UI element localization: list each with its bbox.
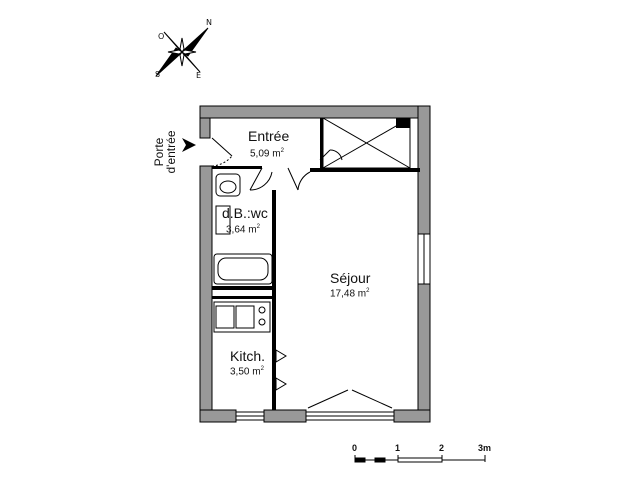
room-area-kitchen: 3,50 m2 [230,366,264,377]
room-area-sejour: 17,48 m2 [330,288,369,299]
room-area-entree: 5,09 m2 [250,148,284,159]
room-name-sejour: Séjour [330,270,371,286]
scale-tick-2: 2 [439,443,445,453]
compass-east-label: E [196,71,202,80]
interior-doors [249,149,343,191]
room-area-kitchen-value: 3,50 m [230,366,261,378]
scale-tick-1: 1 [395,443,401,453]
room-name-bathroom: d.B.:wc [222,205,268,221]
kitchen-fixtures [213,301,287,391]
interior-walls [212,118,420,410]
bathroom-fixtures [213,173,273,285]
room-area-entree-value: 5,09 m [250,148,281,160]
room-name-entree: Entrée [248,128,290,144]
compass-north-label: N [206,18,212,27]
room-area-bathroom-value: 3,64 m [226,224,257,236]
closet [322,117,411,169]
compass-west-label: O [158,32,165,41]
room-area-entree-unit: 2 [280,148,284,154]
compass-rose-icon [155,27,209,77]
room-area-kitchen-unit: 2 [260,366,264,372]
scale-bar [354,455,486,463]
bay-door [307,389,393,409]
windows [235,233,431,421]
entrance-label-line2: d'entrée [164,130,178,174]
entrance-door [211,137,233,167]
scale-tick-3: 3m [478,443,492,453]
entrance-arrow-icon [182,138,196,152]
room-area-sejour-unit: 2 [366,288,370,294]
compass-south-label: S [155,70,161,79]
entrance-label: Porte d'entrée [152,130,178,174]
room-area-bathroom-unit: 2 [256,224,260,230]
room-area-sejour-value: 17,48 m [330,288,367,300]
room-name-kitchen: Kitch. [230,348,266,364]
room-area-bathroom: 3,64 m2 [226,224,260,235]
scale-tick-0: 0 [352,443,358,453]
